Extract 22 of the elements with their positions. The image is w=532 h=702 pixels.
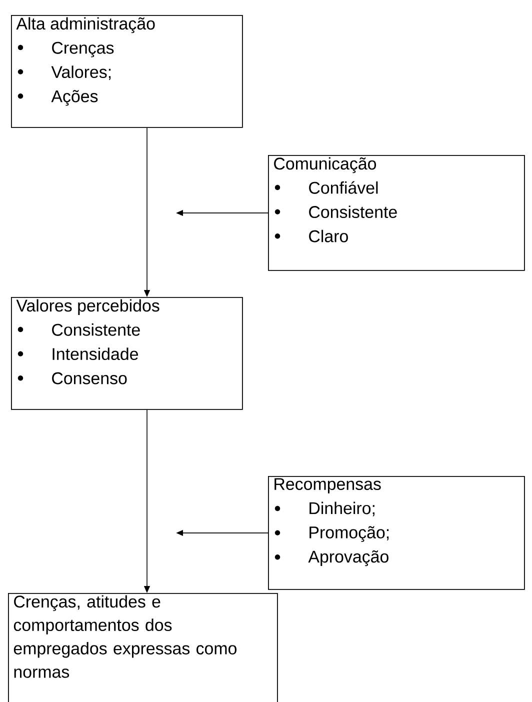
text-box	[11, 15, 243, 128]
node-label: Valores percebidos	[16, 299, 160, 315]
node-label: Dinheiro;	[310, 502, 374, 516]
node-label: Valores;	[51, 66, 111, 80]
node-label: Comunicação	[274, 157, 376, 174]
node-label: Aprovação	[308, 550, 388, 566]
node-label: Crenças	[52, 42, 114, 58]
node-label: Consistente	[309, 206, 397, 218]
node-label: Ações	[51, 90, 98, 106]
node-label: Consistente	[52, 323, 140, 336]
node-label: Alta administração	[16, 17, 155, 34]
text-box	[268, 155, 525, 271]
text-box	[8, 593, 278, 702]
node-label: Confiável	[309, 181, 378, 194]
text-box	[268, 476, 525, 590]
node-label: Consenso	[52, 372, 127, 384]
text-box	[11, 297, 243, 410]
node-label: Crenças, atitudes e comportamentos dos empregados expressas como normas	[14, 595, 236, 678]
node-label: Recompensas	[274, 478, 381, 494]
node-label: Intensidade	[52, 348, 138, 360]
node-label: Promoção;	[310, 526, 389, 542]
node-label: Claro	[309, 230, 348, 242]
